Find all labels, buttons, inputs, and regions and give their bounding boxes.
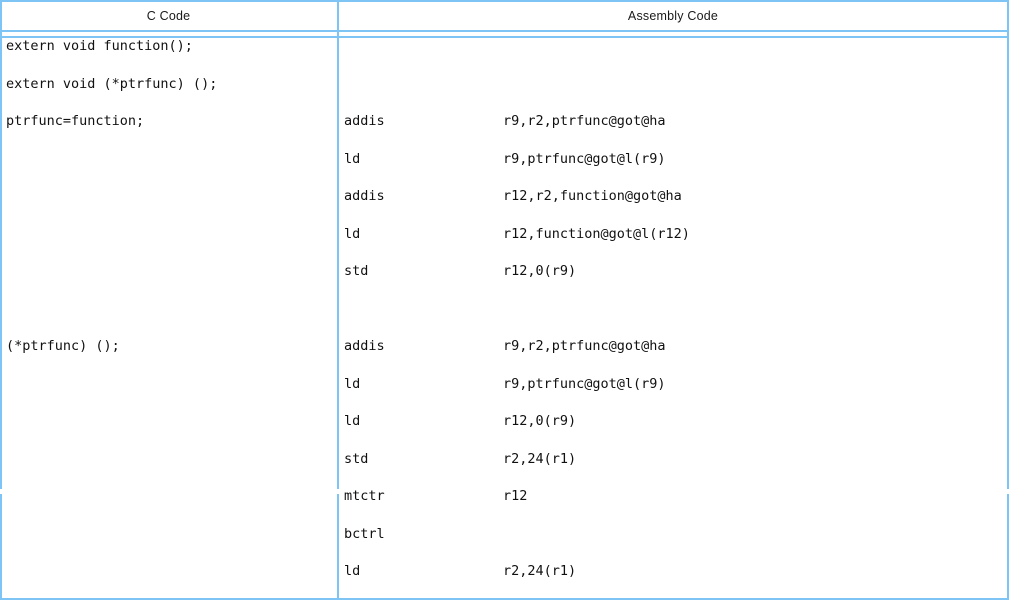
- header-separator-upper: [0, 30, 1009, 32]
- assembly-operand: r12,0(r9): [503, 413, 577, 429]
- c-code-line: ptrfunc=function;: [6, 113, 145, 129]
- assembly-mnemonic: addis: [344, 338, 385, 354]
- assembly-mnemonic: ld: [344, 225, 361, 242]
- assembly-operand: r12: [503, 488, 528, 504]
- table-body-row: extern void function(); extern void (*ptr…: [0, 38, 1009, 600]
- assembly-operand: r9,r2,ptrfunc@got@ha: [503, 113, 666, 129]
- assembly-mnemonic: ld: [344, 375, 361, 392]
- assembly-operand: r2,24(r1): [503, 450, 577, 467]
- table-top-border: [0, 0, 1009, 2]
- table-right-border-lower: [1007, 494, 1009, 600]
- c-code-line: (*ptrfunc) ();: [6, 338, 120, 354]
- c-code-line: extern void function();: [6, 38, 193, 54]
- assembly-mnemonic: ld: [344, 563, 361, 579]
- assembly-operand: r2,24(r1): [503, 563, 577, 579]
- assembly-mnemonic: mtctr: [344, 488, 385, 504]
- table-bottom-border: [0, 598, 1009, 600]
- assembly-operand: r9,ptrfunc@got@l(r9): [503, 150, 666, 167]
- assembly-code-cell: addis r9,r2,ptrfunc@got@ha ld r9,ptrfunc@go…: [337, 38, 1009, 600]
- assembly-operand: r12,function@got@l(r12): [503, 225, 690, 242]
- table-header-row: C Code Assembly Code: [0, 2, 1009, 30]
- assembly-operand: r12,r2,function@got@ha: [503, 188, 682, 204]
- table-left-border-lower: [0, 494, 2, 600]
- column-header-assembly-code: Assembly Code: [627, 9, 719, 23]
- column-divider-upper: [337, 0, 339, 489]
- assembly-mnemonic: std: [344, 450, 369, 467]
- assembly-mnemonic: addis: [344, 188, 385, 204]
- table-left-border-upper: [0, 0, 2, 489]
- assembly-mnemonic: addis: [344, 113, 385, 129]
- header-separator-lower: [0, 36, 1009, 38]
- assembly-operand: r9,ptrfunc@got@l(r9): [503, 375, 666, 392]
- assembly-mnemonic: ld: [344, 413, 361, 429]
- assembly-mnemonic: bctrl: [344, 525, 385, 542]
- column-header-c-code: C Code: [146, 9, 191, 23]
- assembly-mnemonic: ld: [344, 150, 361, 167]
- assembly-mnemonic: std: [344, 263, 369, 279]
- c-code-line: extern void (*ptrfunc) ();: [6, 75, 218, 92]
- c-code-cell: extern void function(); extern void (*ptr…: [0, 38, 337, 600]
- column-divider-lower: [337, 494, 339, 600]
- assembly-operand: r9,r2,ptrfunc@got@ha: [503, 338, 666, 354]
- table-right-border-upper: [1007, 0, 1009, 489]
- assembly-operand: r12,0(r9): [503, 263, 577, 279]
